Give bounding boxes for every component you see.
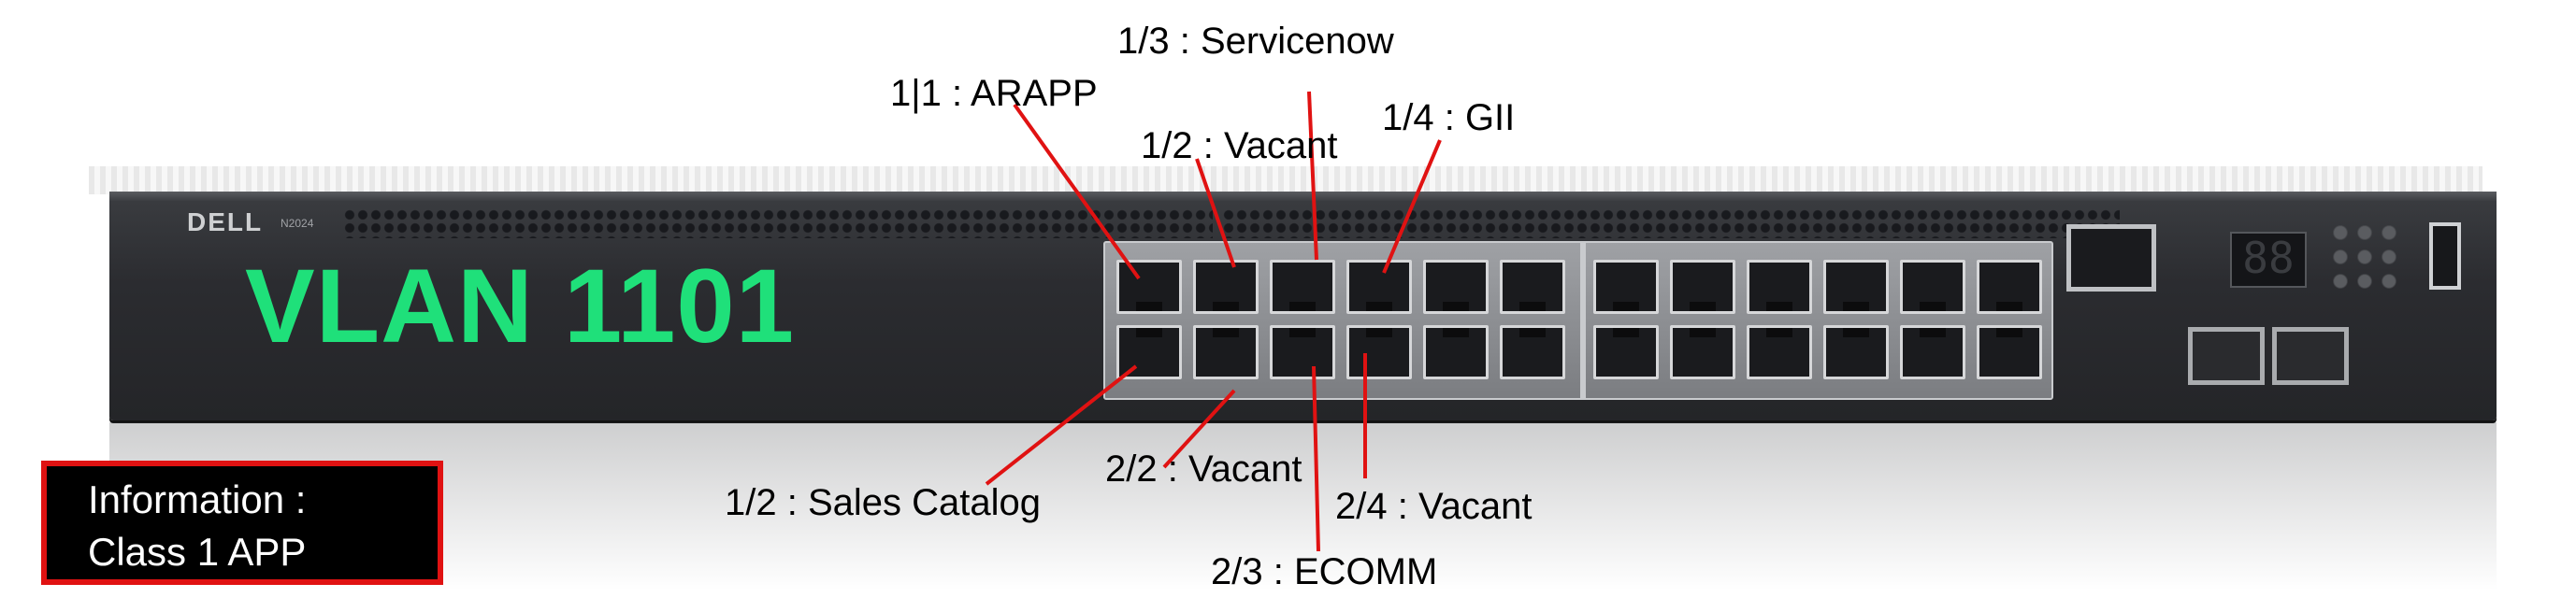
info-line-2: Class 1 APP xyxy=(88,530,307,574)
callout-line-3 xyxy=(1195,158,1236,268)
info-line-1: Information : xyxy=(88,477,307,521)
ethernet-port-block xyxy=(1103,241,2053,400)
seven-segment-display: 88 xyxy=(2230,232,2307,288)
rj45-port xyxy=(1900,260,1965,314)
vent-grille-left xyxy=(343,208,1213,238)
rj45-port xyxy=(1977,325,2042,379)
rj45-port xyxy=(1423,325,1489,379)
chassis-top-shadow xyxy=(89,166,2482,194)
sfp-port-2 xyxy=(2272,327,2349,385)
rj45-port xyxy=(1270,260,1335,314)
callout-label-6: 2/2 : Vacant xyxy=(1105,448,1302,490)
callout-label-7: 2/4 : Vacant xyxy=(1335,486,1533,527)
usb-port xyxy=(2429,222,2461,290)
sfp-port-1 xyxy=(2188,327,2265,385)
rj45-port xyxy=(1270,325,1335,379)
rj45-port xyxy=(1593,260,1659,314)
callout-label-2: 1/3 : Servicenow xyxy=(1117,21,1394,62)
info-box: Information : Class 1 APP xyxy=(41,461,443,585)
callout-label-3: 1/2 : Vacant xyxy=(1141,125,1338,166)
port-block-divider xyxy=(1580,243,1586,398)
callout-label-4: 1/4 : GII xyxy=(1382,97,1516,138)
management-port xyxy=(2066,224,2156,292)
callout-line-4 xyxy=(1382,139,1442,274)
callout-line-8 xyxy=(1312,365,1320,552)
callout-label-1: 1|1 : ARAPP xyxy=(890,73,1098,114)
rj45-port xyxy=(1116,325,1182,379)
vent-grille-right xyxy=(1222,208,2120,238)
rj45-port xyxy=(1193,260,1259,314)
callout-line-2 xyxy=(1307,91,1318,261)
callout-line-6 xyxy=(1162,389,1236,469)
rj45-port xyxy=(1900,325,1965,379)
callout-label-5: 1/2 : Sales Catalog xyxy=(725,482,1041,523)
rj45-port xyxy=(1977,260,2042,314)
rj45-port xyxy=(1670,260,1735,314)
rj45-port xyxy=(1747,325,1812,379)
rj45-port xyxy=(1747,260,1812,314)
rj45-port xyxy=(1500,260,1565,314)
rj45-port xyxy=(1346,260,1412,314)
rj45-port xyxy=(1116,260,1182,314)
rj45-port xyxy=(1593,325,1659,379)
rj45-port xyxy=(1346,325,1412,379)
callout-line-5 xyxy=(985,364,1138,486)
callout-line-1 xyxy=(1013,103,1141,280)
rj45-port xyxy=(1670,325,1735,379)
brand-logo: DELL xyxy=(187,207,264,236)
rj45-port xyxy=(1823,260,1889,314)
chassis-reflection xyxy=(109,422,2497,591)
rj45-port xyxy=(1823,325,1889,379)
vlan-title: VLAN 1101 xyxy=(245,248,795,364)
model-label: N2024 xyxy=(281,217,314,230)
rj45-port xyxy=(1193,325,1259,379)
status-leds xyxy=(2328,221,2403,295)
rj45-port xyxy=(1423,260,1489,314)
rj45-port xyxy=(1500,325,1565,379)
callout-label-8: 2/3 : ECOMM xyxy=(1211,551,1438,592)
